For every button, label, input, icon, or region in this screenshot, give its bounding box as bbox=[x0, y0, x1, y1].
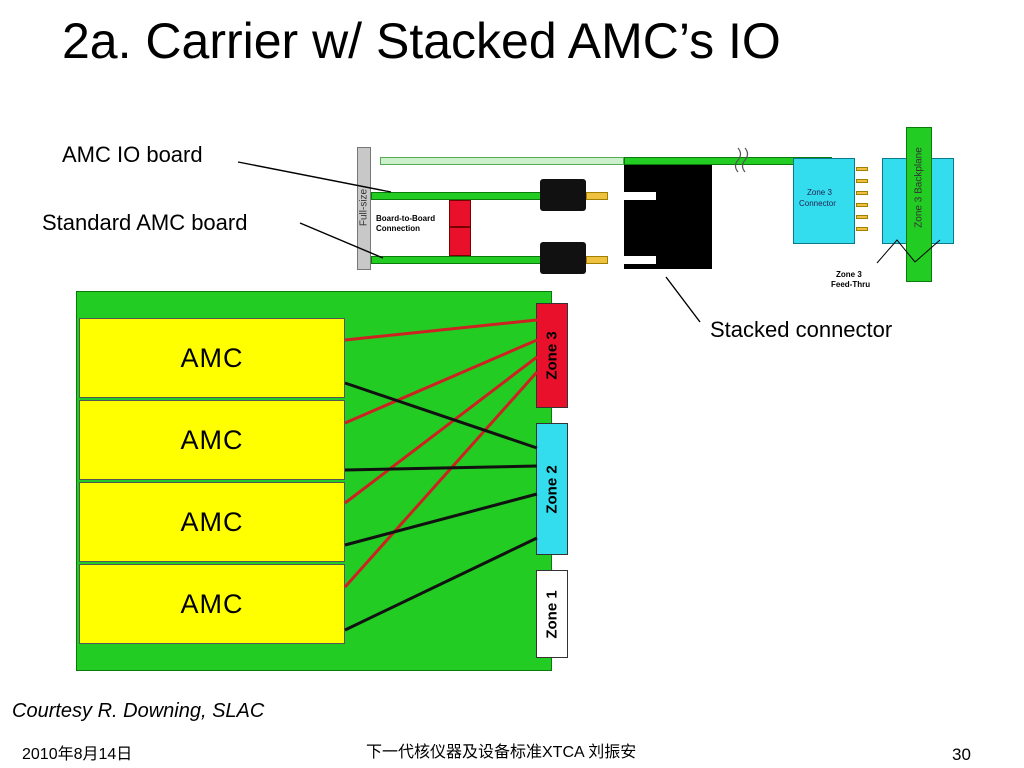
callout-standard-amc-board: Standard AMC board bbox=[42, 210, 248, 235]
red-wire-amc3 bbox=[344, 355, 538, 505]
zone1-block: Zone 1 bbox=[536, 570, 568, 658]
red-wire-amc4 bbox=[343, 371, 539, 588]
pointer-amc-io-board bbox=[237, 161, 392, 193]
lower-pins bbox=[586, 256, 608, 264]
callout-stacked-connector: Stacked connector bbox=[710, 317, 893, 342]
zone2-block: Zone 2 bbox=[536, 423, 568, 555]
amc-slot-4: AMC bbox=[79, 564, 345, 644]
red-wire-amc1 bbox=[344, 318, 538, 342]
stacked-connector bbox=[624, 165, 712, 269]
courtesy-credit: Courtesy R. Downing, SLAC bbox=[12, 700, 265, 722]
red-wire-amc2 bbox=[344, 338, 538, 425]
zone3-feed-thru-label-line2: Feed-Thru bbox=[831, 280, 871, 289]
amc-io-edge-connector bbox=[540, 179, 586, 211]
amc-slot-2: AMC bbox=[79, 400, 345, 480]
pointer-stacked-connector bbox=[665, 276, 701, 323]
footer-center-text: 下一代核仪器及设备标准XTCA 刘振安 bbox=[366, 744, 637, 761]
zone3-feed-thru-label-line1: Zone 3 bbox=[836, 270, 862, 279]
pointer-standard-amc-board bbox=[299, 222, 384, 259]
board-to-board-label-line1: Board-to-Board bbox=[376, 214, 436, 223]
zone3-block: Zone 3 bbox=[536, 303, 568, 408]
pointer-feed-thru bbox=[876, 239, 916, 264]
board-to-board-label-line2: Connection bbox=[376, 224, 420, 233]
slide-title: 2a. Carrier w/ Stacked AMC’s IO bbox=[62, 13, 781, 69]
stacked-connector-slot-upper bbox=[624, 192, 656, 200]
rtm-light-board bbox=[380, 157, 624, 165]
front-panel bbox=[357, 147, 371, 270]
upper-pins bbox=[586, 192, 608, 200]
footer-date: 2010年8月14日 bbox=[22, 746, 133, 763]
board-to-board-connector bbox=[449, 200, 471, 256]
rail-break-mark bbox=[734, 147, 749, 173]
page-number: 30 bbox=[952, 745, 971, 764]
callout-amc-io-board: AMC IO board bbox=[62, 142, 203, 167]
amc-slot-1: AMC bbox=[79, 318, 345, 398]
zone3-connector-label-line2: Connector bbox=[799, 199, 836, 208]
black-wire-amc2 bbox=[344, 464, 538, 472]
stacked-connector-slot-lower bbox=[624, 256, 656, 264]
board-to-board-divider bbox=[449, 226, 471, 228]
zone3-connector-label-line1: Zone 3 bbox=[807, 188, 832, 197]
black-wire-amc4 bbox=[344, 536, 538, 632]
amc-slot-3: AMC bbox=[79, 482, 345, 562]
pointer-feed-thru-right bbox=[914, 239, 941, 263]
black-wire-amc3 bbox=[344, 492, 538, 547]
black-wire-amc1 bbox=[344, 381, 538, 450]
standard-amc-edge-connector bbox=[540, 242, 586, 274]
zone3-connector bbox=[793, 158, 855, 244]
zone3-feed-thru-rear bbox=[930, 158, 954, 244]
